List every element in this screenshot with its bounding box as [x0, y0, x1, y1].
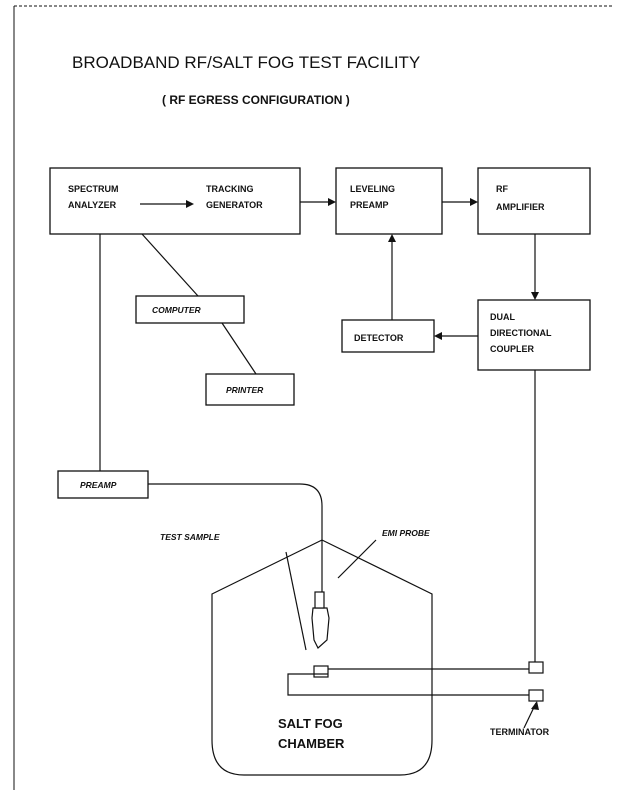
emi-probe-label: EMI PROBE	[382, 528, 430, 538]
spectrum-analyzer-tracking-generator-box	[49, 167, 301, 235]
terminator	[528, 689, 544, 702]
dual-directional-coupler-label: DUAL DIRECTIONAL COUPLER	[490, 312, 554, 354]
preamp-box	[57, 470, 149, 499]
detector-box	[341, 319, 435, 353]
computer-box	[135, 295, 245, 324]
rf-amplifier-box	[477, 167, 591, 235]
printer-label: PRINTER	[226, 385, 264, 395]
computer-label: COMPUTER	[152, 305, 202, 315]
tracking-generator-label: TRACKING GENERATOR	[206, 184, 263, 210]
analyzer-to-computer-line	[141, 233, 199, 297]
detector-label: DETECTOR	[354, 333, 404, 343]
arrowhead	[470, 198, 478, 206]
dual-directional-coupler-box	[477, 299, 591, 371]
emi-probe	[311, 607, 330, 649]
arrowhead	[328, 198, 336, 206]
preamp-label: PREAMP	[80, 480, 117, 490]
arrowhead	[186, 200, 194, 208]
rf-amplifier-label: RF AMPLIFIER	[496, 184, 545, 212]
arrowhead	[531, 292, 539, 300]
leveling-preamp-box	[335, 167, 443, 235]
test-sample-pointer	[285, 551, 307, 651]
printer-box	[205, 373, 295, 406]
test-sample-block	[313, 665, 329, 678]
emi-probe-pointer	[337, 539, 377, 579]
arrowhead	[434, 332, 442, 340]
diagram-title: BROADBAND RF/SALT FOG TEST FACILITY	[72, 53, 420, 72]
test-sample-line	[287, 668, 530, 696]
salt-fog-chamber-outline	[211, 539, 433, 776]
diagram-subtitle: ( RF EGRESS CONFIGURATION )	[162, 93, 350, 107]
arrowhead	[388, 234, 396, 242]
leveling-preamp-label: LEVELING PREAMP	[350, 184, 398, 210]
test-sample-label: TEST SAMPLE	[160, 532, 220, 542]
computer-to-printer-line	[221, 322, 257, 375]
terminator-label: TERMINATOR	[490, 727, 550, 737]
arrowhead	[531, 701, 539, 710]
preamp-to-probe-cable	[148, 483, 323, 592]
emi-probe-tip	[314, 591, 325, 609]
coupler-connector	[528, 661, 544, 674]
spectrum-analyzer-label: SPECTRUM ANALYZER	[68, 184, 121, 210]
chamber-label: SALT FOG CHAMBER	[278, 716, 346, 751]
